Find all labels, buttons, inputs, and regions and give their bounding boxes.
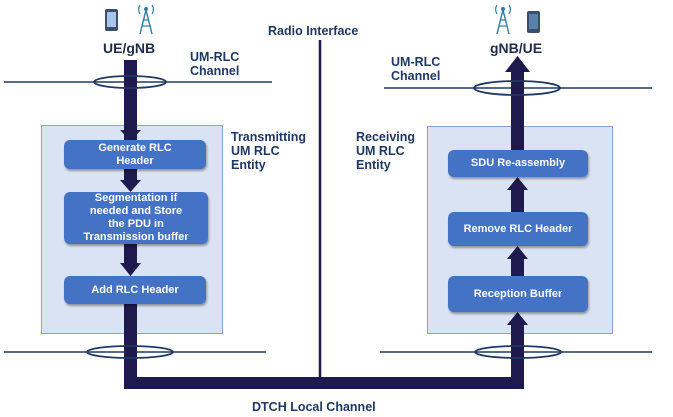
dtch-path (124, 377, 523, 389)
left-arrow-3 (120, 263, 141, 276)
right-arrow-top (505, 56, 530, 72)
left-arrow-1 (120, 130, 141, 141)
left-path-seg2 (124, 168, 137, 182)
add-rlc-header-box: Add RLC Header (64, 276, 206, 304)
left-path-top (124, 60, 137, 140)
phone-icon (527, 11, 540, 33)
right-arrow-3 (507, 177, 528, 190)
remove-rlc-header-box: Remove RLC Header (448, 212, 588, 246)
right-path-bottom (511, 322, 524, 389)
right-top-channel-ellipse (473, 80, 561, 96)
reception-buffer-box: Reception Buffer (448, 276, 588, 312)
transmitting-entity-label: Transmitting UM RLC Entity (231, 130, 307, 172)
antenna-tower-icon (138, 4, 154, 35)
left-arrow-2 (120, 180, 141, 192)
right-path-top (511, 70, 524, 150)
right-node-title: gNB/UE (490, 40, 543, 56)
right-path-seg3 (511, 186, 524, 212)
sdu-reassembly-box: SDU Re-assembly (448, 150, 588, 177)
phone-icon (105, 9, 118, 31)
radio-interface-label: Radio Interface (268, 24, 359, 38)
segmentation-store-box: Segmentation if needed and Store the PDU… (64, 192, 208, 244)
left-top-channel-ellipse (93, 75, 167, 89)
um-rlc-channel-left-label: UM-RLC Channel (190, 50, 240, 78)
right-path-seg2 (511, 256, 524, 276)
antenna-tower-icon (495, 4, 511, 35)
left-node-title: UE/gNB (103, 40, 156, 56)
right-arrow-2 (507, 246, 528, 259)
receiving-entity-label: Receiving UM RLC Entity (356, 130, 416, 172)
generate-rlc-header-box: Generate RLC Header (64, 140, 206, 169)
right-arrow-1 (507, 312, 528, 325)
left-path-seg3 (124, 243, 137, 265)
um-rlc-channel-right-label: UM-RLC Channel (391, 55, 441, 83)
left-bottom-channel-ellipse (86, 345, 174, 359)
dtch-local-channel-label: DTCH Local Channel (252, 400, 376, 414)
right-bottom-channel-ellipse (474, 345, 562, 359)
